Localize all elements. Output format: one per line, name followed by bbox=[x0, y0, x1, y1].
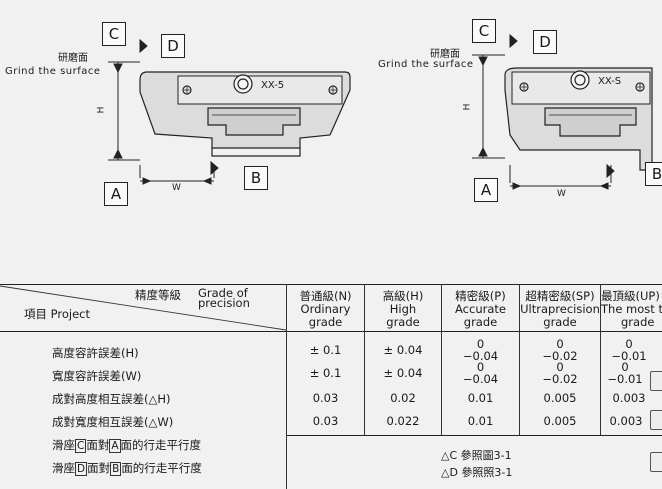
label-c-right: C bbox=[472, 19, 496, 43]
lock-icon[interactable] bbox=[650, 371, 662, 391]
label-a-right: A bbox=[474, 178, 498, 202]
col-rule-5 bbox=[600, 284, 601, 435]
profile-drawings bbox=[108, 33, 653, 190]
cell-h-top: 0−0.01 bbox=[611, 337, 647, 363]
dim-h-right: H bbox=[462, 103, 473, 111]
col-rule-2 bbox=[364, 284, 365, 435]
cell-dw-ultra: 0.005 bbox=[543, 414, 577, 428]
dim-w-right: W bbox=[557, 189, 566, 199]
grind-label-en-left: Grind the surface bbox=[5, 66, 101, 77]
cell-h-high: ± 0.04 bbox=[383, 343, 423, 357]
left-rail-block-profile bbox=[139, 71, 351, 157]
label-d-left: D bbox=[161, 34, 185, 58]
label-d-right: D bbox=[533, 30, 557, 54]
block-code-left: XX-5 bbox=[261, 80, 285, 91]
cell-dh-accurate: 0.01 bbox=[467, 391, 494, 405]
cell-w-top: 0−0.01 bbox=[607, 360, 643, 386]
label-c-left: C bbox=[102, 22, 126, 46]
precision-table: 精度等級 Grade of precision 項目 Project 普通級(N… bbox=[0, 284, 662, 489]
cell-dw-accurate: 0.01 bbox=[467, 414, 494, 428]
header-grade-en-1: Grade of bbox=[198, 286, 248, 300]
cell-w-ultra: 0−0.02 bbox=[542, 360, 578, 386]
grind-label-cn-left: 研磨面 bbox=[58, 53, 88, 64]
row-label-height-tolerance: 高度容許誤差(H) bbox=[52, 346, 139, 360]
cell-w-ordinary: ± 0.1 bbox=[309, 366, 342, 380]
table-top-rule bbox=[0, 284, 662, 285]
col-rule-4 bbox=[519, 284, 520, 435]
lock-icon[interactable] bbox=[650, 410, 662, 430]
header-grade-cn: 精度等級 bbox=[135, 288, 181, 302]
cell-dh-high: 0.02 bbox=[390, 391, 416, 405]
cell-dh-ordinary: 0.03 bbox=[312, 391, 339, 405]
dim-w-left: W bbox=[172, 183, 181, 193]
lock-icon[interactable] bbox=[650, 452, 662, 472]
header-diagonal bbox=[0, 285, 286, 331]
cell-w-accurate: 0−0.04 bbox=[462, 360, 499, 386]
label-a-left: A bbox=[104, 182, 128, 206]
row-label-pair-height: 成對高度相互誤差(△H) bbox=[52, 392, 171, 406]
row-label-width-tolerance: 寬度容許誤差(W) bbox=[52, 369, 142, 383]
cell-dw-ordinary: 0.03 bbox=[312, 414, 339, 428]
cell-h-ultra: 0−0.02 bbox=[542, 337, 578, 363]
grind-label-en-right: Grind the surface bbox=[378, 59, 474, 70]
block-code-right: XX-S bbox=[598, 76, 622, 87]
row-label-pair-width: 成對寬度相互誤差(△W) bbox=[52, 415, 174, 429]
dim-h-left: H bbox=[96, 106, 107, 114]
note-c-reference: △C 參照圖3-1 bbox=[441, 449, 512, 462]
right-rail-block-profile bbox=[504, 67, 653, 171]
grind-label-cn-right: 研磨面 bbox=[430, 49, 460, 60]
cell-h-ordinary: ± 0.1 bbox=[309, 343, 342, 357]
table-header-rule bbox=[0, 331, 662, 332]
col-rule-1 bbox=[286, 284, 287, 489]
cell-dh-top: 0.003 bbox=[612, 391, 646, 405]
col-header-most-top: 最頂級(UP)The most topgrade bbox=[601, 290, 662, 329]
label-b-right: B bbox=[645, 162, 662, 186]
cell-w-high: ± 0.04 bbox=[383, 366, 423, 380]
table-notes-rule bbox=[286, 435, 662, 436]
header-project: 項目 Project bbox=[24, 307, 91, 321]
note-d-reference: △D 參照照3-1 bbox=[441, 466, 513, 479]
cell-dh-ultra: 0.005 bbox=[543, 391, 577, 405]
cell-dw-top: 0.003 bbox=[609, 416, 643, 428]
label-b-left: B bbox=[244, 166, 268, 190]
col-rule-3 bbox=[441, 284, 442, 435]
cell-h-accurate: 0−0.04 bbox=[462, 337, 499, 363]
header-grade-en-2: precision bbox=[198, 296, 250, 310]
cell-dw-high: 0.022 bbox=[386, 414, 420, 428]
